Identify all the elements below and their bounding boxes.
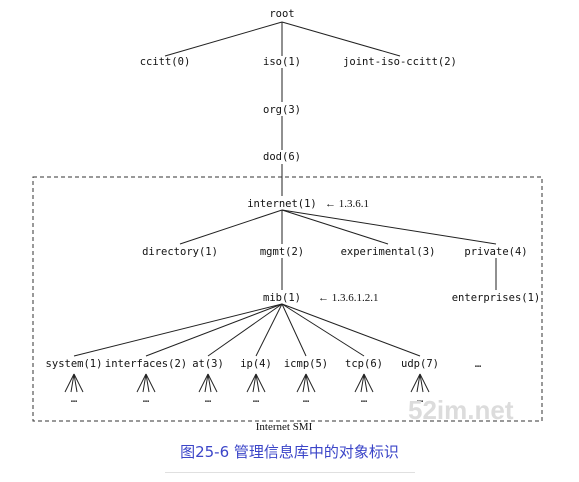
leaf-fan: … — [296, 373, 316, 405]
node-interfaces: interfaces(2) — [105, 358, 187, 370]
leaf-dots: … — [361, 393, 367, 405]
node-dod: dod(6) — [263, 151, 301, 163]
leaf-fan: … — [246, 373, 266, 405]
leaf-dots: … — [71, 393, 77, 405]
node-at: at(3) — [192, 358, 224, 370]
leaf-fan: … — [410, 373, 430, 405]
leaf-fan: … — [64, 373, 84, 405]
node-private: private(4) — [464, 246, 527, 258]
node-mib: mib(1) — [263, 292, 301, 304]
node-ccitt: ccitt(0) — [140, 56, 191, 68]
node-more: … — [475, 358, 481, 370]
leaf-fan: … — [136, 373, 156, 405]
node-experimental: experimental(3) — [341, 246, 436, 258]
oid-internet: ← 1.3.6.1 — [325, 198, 369, 210]
watermark: 52im.net — [408, 395, 514, 425]
node-enterprises: enterprises(1) — [452, 292, 541, 304]
leaf-dots: … — [143, 393, 149, 405]
node-tcp: tcp(6) — [345, 358, 383, 370]
figure-caption: 图25-6 管理信息库中的对象标识 — [180, 443, 399, 461]
box-label: Internet SMI — [256, 421, 313, 433]
node-org: org(3) — [263, 104, 301, 116]
oid-mib: ← 1.3.6.1.2.1 — [318, 292, 379, 304]
leaf-dots: … — [417, 393, 423, 405]
caption-divider — [165, 472, 415, 473]
internet-smi-box — [32, 176, 543, 422]
leaf-dots: … — [253, 393, 259, 405]
node-ip: ip(4) — [240, 358, 272, 370]
tree-edges — [73, 21, 497, 357]
oid-tree-diagram: … … … … … … … root ccitt(0) iso(1) joint-iso-c… — [32, 8, 543, 433]
node-joint-iso-ccitt: joint-iso-ccitt(2) — [343, 56, 457, 68]
node-root: root — [269, 8, 294, 20]
node-system: system(1) — [46, 358, 103, 370]
node-icmp: icmp(5) — [284, 358, 328, 370]
leaf-dots: … — [205, 393, 211, 405]
leaf-fan: … — [198, 373, 218, 405]
leaf-fans: … … … … … … … — [64, 373, 430, 405]
node-internet: internet(1) — [247, 198, 317, 210]
leaf-fan: … — [354, 373, 374, 405]
leaf-dots: … — [303, 393, 309, 405]
node-mgmt: mgmt(2) — [260, 246, 304, 258]
node-udp: udp(7) — [401, 358, 439, 370]
node-directory: directory(1) — [142, 246, 218, 258]
node-iso: iso(1) — [263, 56, 301, 68]
